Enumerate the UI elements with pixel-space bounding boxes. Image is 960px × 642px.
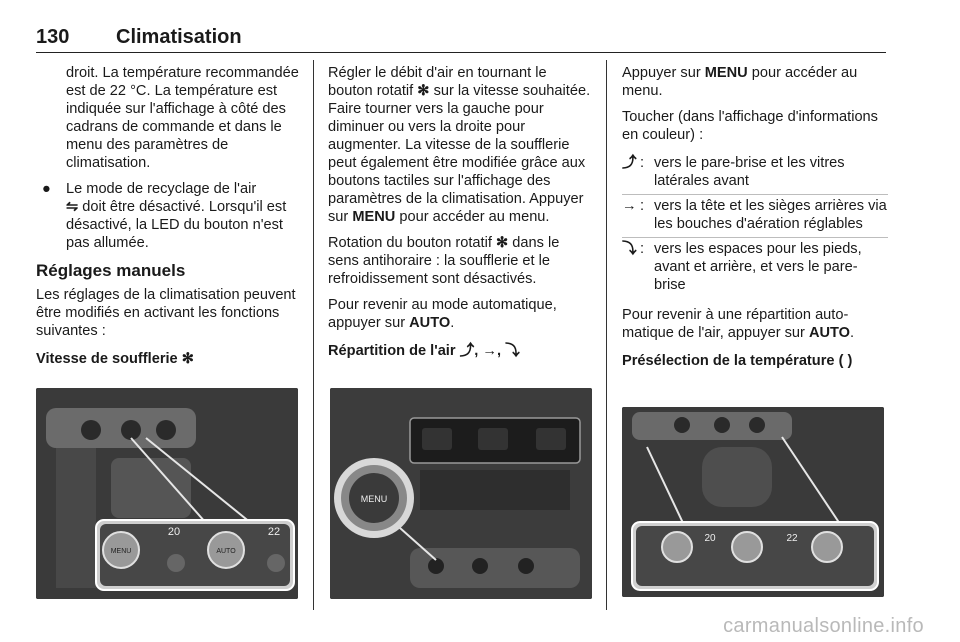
menu-knob-label: MENU — [111, 548, 132, 555]
recirculation-icon: ⇋ — [66, 199, 79, 215]
temp-left-label: 20 — [168, 526, 180, 538]
fan-off-paragraph: Rotation du bouton rotatif ✻ dans le sen… — [328, 235, 560, 287]
column-2: Régler le débit d'air en tournant le bou… — [328, 64, 592, 366]
menu-paragraph: Appuyer sur MENU pour accéder au menu. — [622, 65, 858, 99]
column-3: Appuyer sur MENU pour accéder au menu. T… — [622, 64, 888, 376]
fan-speed-paragraph: Régler le débit d'air en tournant le bou… — [328, 65, 591, 225]
windscreen-airflow-icon: ⤴ — [622, 155, 637, 171]
bullet-recirculation: ● Le mode de recyclage de l'air ⇋ doit ê… — [36, 180, 300, 252]
fan-icon: ✻ — [417, 83, 430, 99]
page-header: 130 Climatisation — [36, 26, 886, 53]
windscreen-airflow-icon: ⤴ — [459, 343, 475, 359]
temp-left-label: 20 — [704, 533, 716, 544]
auto-keyword: AUTO — [409, 315, 451, 331]
photo-infotainment-menu: MENU — [330, 388, 592, 599]
column-1: droit. La température recomman­dée est d… — [36, 64, 300, 374]
footwell-airflow-icon: ⤵ — [505, 343, 520, 359]
fan-icon: ✻ — [495, 235, 509, 251]
air-distribution-list: ⤴ : vers le pare-brise et les vitres lat… — [622, 152, 888, 298]
list-item: ⤴ : vers le pare-brise et les vitres lat… — [622, 152, 888, 195]
chapter-title: Climatisation — [116, 26, 242, 48]
auto-mode-paragraph: Pour revenir au mode automatique, appuye… — [328, 297, 557, 331]
watermark: carmanualsonline.info — [723, 615, 924, 637]
temperature-icon: ( ) — [838, 353, 853, 369]
menu-knob-label: MENU — [361, 494, 388, 504]
subheading-fan-speed: Vitesse de soufflerie ✻ — [36, 351, 194, 367]
bullet-dot: ● — [42, 181, 51, 197]
intro-paragraph: droit. La température recomman­dée est d… — [66, 65, 299, 171]
face-airflow-icon: → — [482, 343, 497, 359]
fan-icon: ✻ — [181, 351, 194, 367]
menu-keyword: MENU — [704, 65, 748, 81]
photo-console-fan: MENU AUTO 20 22 — [36, 388, 298, 599]
column-divider — [606, 60, 607, 610]
face-airflow-icon: → — [622, 198, 637, 214]
page-number: 130 — [36, 26, 70, 48]
section-text: Les réglages de la climatisation peuvent… — [36, 287, 296, 339]
menu-keyword: MENU — [352, 209, 396, 225]
touch-paragraph: Toucher (dans l'affichage d'informa­tion… — [622, 109, 878, 143]
bullet-rest: doit être désactivé. Lorsqu'il est désac… — [66, 199, 287, 251]
list-item: → : vers la tête et les sièges arrières … — [622, 195, 888, 238]
temp-right-label: 22 — [786, 533, 798, 544]
bullet-lead: Le mode de recyclage de l'air — [66, 181, 257, 197]
auto-keyword: AUTO — [808, 325, 851, 341]
subheading-air-distribution: Répartition de l'air ⤴, →, ⤵ — [328, 343, 520, 359]
auto-distribution-paragraph: Pour revenir à une répartition auto­mati… — [622, 307, 855, 341]
footwell-airflow-icon: ⤵ — [622, 241, 637, 257]
section-title: Réglages manuels — [36, 261, 186, 280]
list-item: ⤵ : vers les espaces pour les pieds, ava… — [622, 241, 862, 293]
auto-knob-label: AUTO — [216, 548, 236, 555]
subheading-temperature: Présélection de la température ( ) — [622, 353, 853, 369]
photo-climate-panel: 20 22 — [622, 407, 884, 597]
column-divider — [313, 60, 314, 610]
temp-right-label: 22 — [268, 526, 280, 538]
